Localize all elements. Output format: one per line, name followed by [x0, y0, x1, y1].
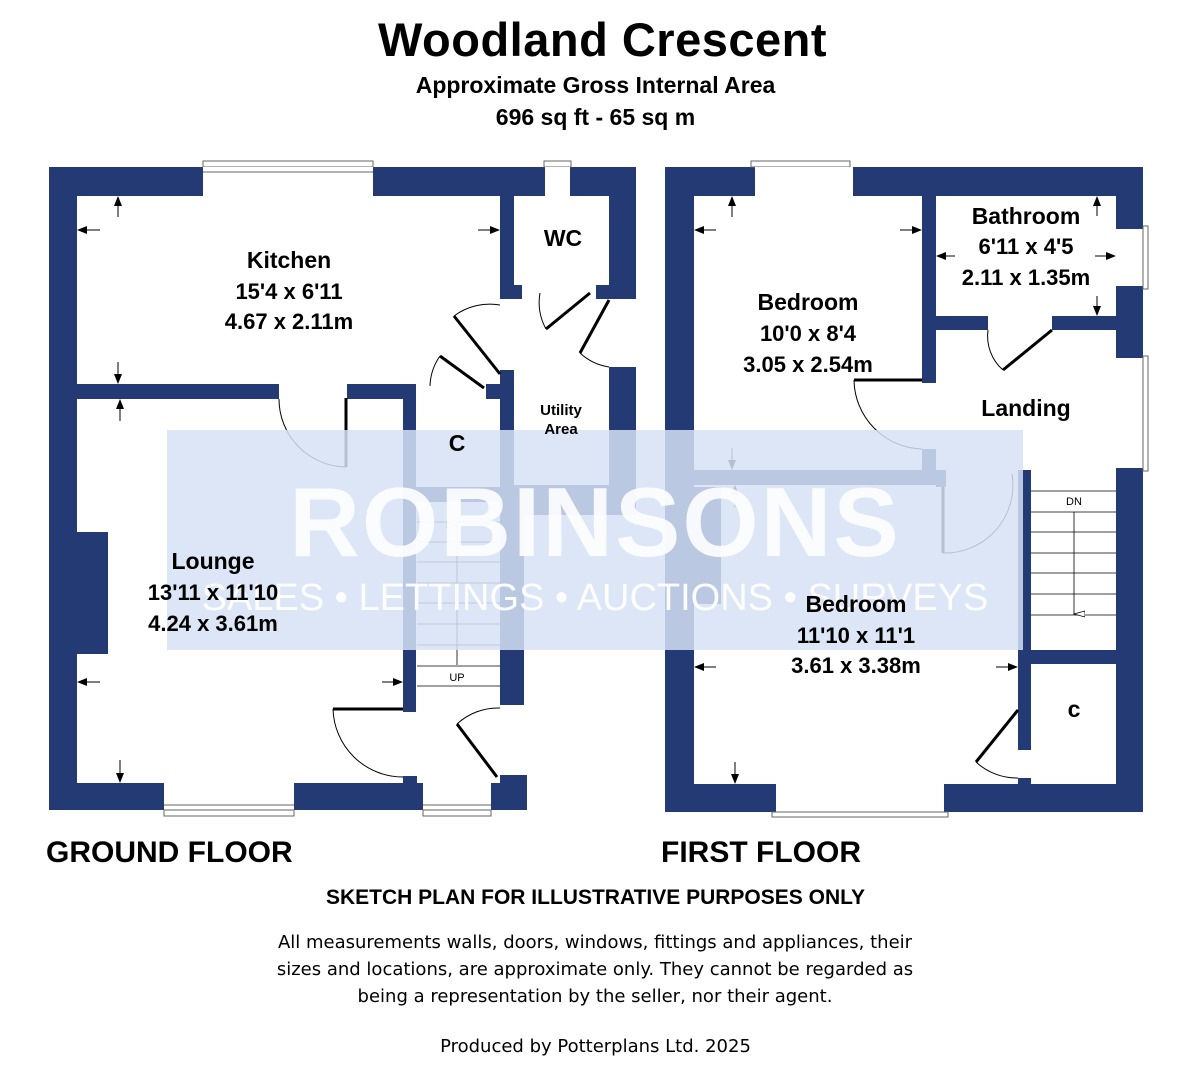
ground-floor-label: GROUND FLOOR [46, 836, 293, 869]
landing-name: Landing [981, 395, 1070, 421]
bedroom2-name: Bedroom [806, 591, 907, 617]
bedroom2-dim-imperial: 11'10 x 11'1 [797, 623, 915, 648]
ground-floor-labels: Kitchen 15'4 x 6'11 4.67 x 2.11m WC Util… [148, 225, 583, 684]
stairs-down-label: DN [1066, 496, 1082, 508]
bedroom1-name: Bedroom [758, 289, 859, 315]
page-title: Woodland Crescent [378, 13, 827, 66]
lounge-dim-metric: 4.24 x 3.61m [148, 611, 278, 636]
sketch-notice: SKETCH PLAN FOR ILLUSTRATIVE PURPOSES ON… [325, 886, 866, 909]
produced-by: Produced by Potterplans Ltd. 2025 [440, 1036, 751, 1057]
first-floor-label: FIRST FLOOR [661, 836, 861, 869]
disclaimer-line-3: being a representation by the seller, no… [357, 986, 833, 1007]
kitchen-name: Kitchen [247, 247, 331, 273]
area-value: 696 sq ft - 65 sq m [495, 104, 696, 130]
lounge-name: Lounge [171, 548, 254, 574]
first-floor-windows [750, 160, 1149, 818]
area-subtitle: Approximate Gross Internal Area [415, 72, 776, 98]
bathroom-dim-imperial: 6'11 x 4'5 [979, 234, 1074, 259]
wc-name: WC [544, 225, 582, 251]
bathroom-dim-metric: 2.11 x 1.35m [962, 265, 1090, 290]
bedroom1-dim-metric: 3.05 x 2.54m [743, 352, 873, 377]
disclaimer: All measurements walls, doors, windows, … [200, 929, 990, 1010]
lounge-dim-imperial: 13'11 x 11'10 [148, 580, 278, 605]
utility-name-line2: Area [544, 421, 578, 438]
kitchen-dim-imperial: 15'4 x 6'11 [235, 279, 342, 304]
ground-floor-windows [163, 160, 572, 817]
bedroom2-dim-metric: 3.61 x 3.38m [791, 653, 921, 678]
stairs-up-label: UP [449, 672, 464, 684]
first-floor-dimension-arrows [694, 196, 1116, 784]
first-floor-stairs[interactable] [1031, 490, 1116, 615]
kitchen-dim-metric: 4.67 x 2.11m [225, 309, 353, 334]
robinsons-watermark: ROBINSONS SALES • LETTINGS • AUCTIONS • … [167, 430, 1023, 650]
cupboard-c-first-name: c [1068, 696, 1081, 722]
watermark-brand: ROBINSONS [289, 467, 901, 577]
first-floor-labels: Bedroom 10'0 x 8'4 3.05 x 2.54m Bathroom… [743, 203, 1090, 722]
cupboard-c-name: C [449, 430, 466, 456]
ground-floor-dimension-arrows [77, 196, 500, 783]
bedroom1-dim-imperial: 10'0 x 8'4 [760, 321, 857, 346]
bathroom-name: Bathroom [972, 203, 1081, 229]
disclaimer-line-2: sizes and locations, are approximate onl… [276, 959, 914, 980]
utility-name-line1: Utility [540, 402, 582, 419]
watermark-tagline: SALES • LETTINGS • AUCTIONS • SURVEYS [202, 577, 989, 619]
disclaimer-line-1: All measurements walls, doors, windows, … [277, 932, 913, 953]
